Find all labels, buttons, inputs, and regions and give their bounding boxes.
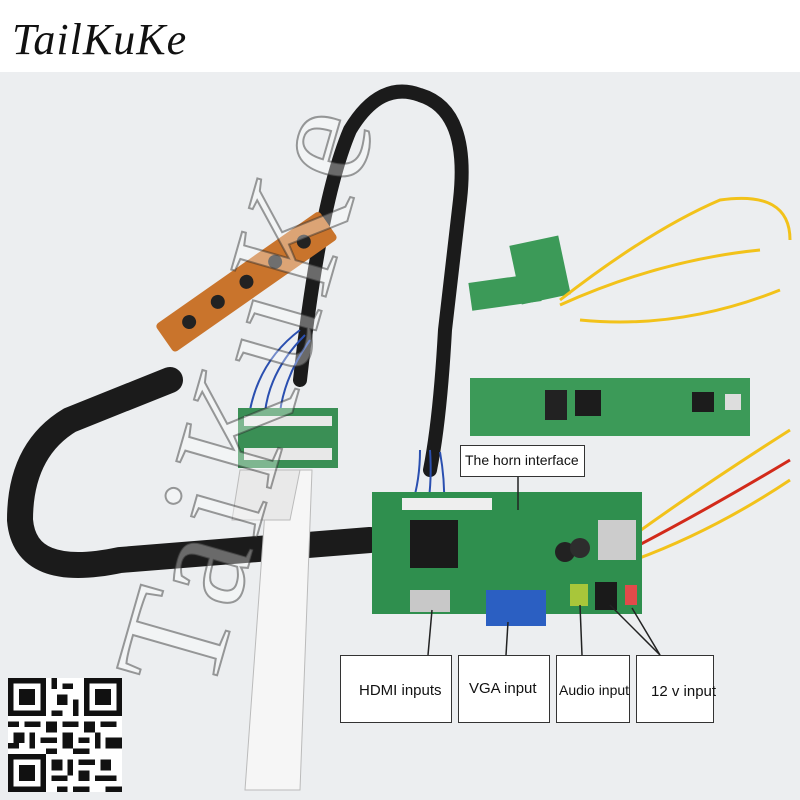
controller-board bbox=[372, 492, 642, 626]
callout-lines bbox=[427, 476, 661, 656]
lvds-adapter-board bbox=[238, 408, 338, 468]
label-12v-input: 12 v input bbox=[636, 655, 716, 723]
button-board bbox=[156, 212, 337, 352]
qr-code-icon bbox=[8, 678, 122, 792]
label-hdmi-inputs: HDMI inputs bbox=[340, 655, 452, 723]
small-boards bbox=[468, 235, 571, 311]
label-audio-input: Audio input bbox=[556, 655, 630, 723]
label-vga-input: VGA input bbox=[458, 655, 550, 723]
ribbon-cable bbox=[231, 469, 313, 791]
label-horn-interface: The horn interface bbox=[460, 445, 585, 477]
brand-logo-text: TailKuKe bbox=[12, 15, 188, 64]
inverter-board bbox=[470, 378, 750, 436]
black-cable bbox=[6, 367, 383, 578]
